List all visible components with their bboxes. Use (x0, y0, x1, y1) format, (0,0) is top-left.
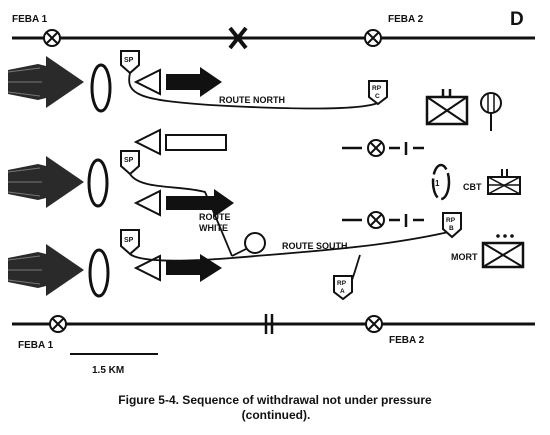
movement-arrow-icon (166, 189, 234, 217)
route-north-label: ROUTE NORTH (219, 95, 285, 105)
company-ellipse (90, 63, 112, 113)
rp-b-label: RP (446, 217, 456, 224)
route-white-link (231, 247, 249, 257)
route-white-label-1: ROUTE (199, 212, 231, 222)
company-one-symbol: 1 (431, 163, 451, 201)
unit-row-south: SP (7, 229, 222, 298)
route-south-label: ROUTE SOUTH (282, 241, 348, 251)
hollow-arrow-icon (165, 134, 227, 151)
company-one-label: 1 (435, 179, 440, 188)
sp-center-label: SP (124, 157, 134, 164)
rp-a-letter: A (340, 288, 345, 295)
boundary-ii-mark (264, 314, 274, 334)
scale-bar: 1.5 KM (70, 353, 158, 376)
route-north-path (128, 72, 379, 110)
big-arrow-icon (7, 244, 84, 296)
rp-c: RP C (368, 80, 388, 106)
company-ellipse (87, 158, 109, 208)
sp-north-label: SP (124, 57, 134, 64)
rp-b-letter: B (449, 225, 454, 232)
armor-battalion-symbol (425, 89, 469, 126)
unit-row-center: SP (7, 128, 234, 217)
feba2-bottom-label: FEBA 2 (389, 335, 425, 346)
cbt-symbol: CBT (463, 169, 521, 195)
figure-caption-line1: Figure 5-4. Sequence of withdrawal not u… (118, 393, 432, 407)
feba2-bottom-marker (365, 315, 383, 333)
sp-center: SP (120, 150, 140, 176)
withdraw-triangle-icon (133, 68, 161, 96)
withdraw-triangle-icon (133, 254, 161, 282)
route-junction-circle (244, 232, 266, 254)
tow-symbol-icon (480, 92, 502, 131)
mort-label: MORT (451, 252, 478, 262)
rp-b: RP B (442, 212, 462, 239)
cbt-label: CBT (463, 182, 482, 192)
sp-south-label: SP (124, 237, 134, 244)
big-arrow-icon (7, 156, 84, 208)
checkpoint-line-lower (342, 211, 424, 229)
withdraw-triangle-icon (133, 128, 161, 156)
rp-a-label: RP (337, 280, 347, 287)
company-ellipse (88, 248, 110, 298)
feba2-top-label: FEBA 2 (388, 14, 424, 25)
boundary-x-mark (228, 26, 248, 50)
scale-label: 1.5 KM (92, 365, 124, 376)
big-arrow-icon (7, 56, 84, 108)
route-white-path (129, 173, 233, 257)
rp-c-letter: C (375, 93, 380, 100)
bottom-feba-line: FEBA 1 FEBA 2 (12, 314, 535, 351)
rp-a: RP A (333, 275, 353, 301)
panel-letter: D (510, 9, 524, 30)
feba1-top-marker (43, 29, 61, 47)
feba1-bottom-marker (49, 315, 67, 333)
route-south-path (129, 230, 454, 262)
movement-arrow-icon (166, 254, 222, 282)
feba2-top-marker (364, 29, 382, 47)
figure-caption-line2: (continued). (242, 408, 311, 422)
withdraw-triangle-icon (133, 189, 161, 217)
top-feba-line: FEBA 1 FEBA 2 D (12, 9, 535, 50)
rp-c-label: RP (372, 85, 382, 92)
sp-north: SP (120, 50, 140, 75)
feba1-bottom-label: FEBA 1 (18, 340, 54, 351)
movement-arrow-icon (166, 67, 222, 97)
mort-symbol: MORT (451, 234, 525, 269)
checkpoint-line-upper (342, 139, 424, 157)
sp-south: SP (120, 229, 140, 256)
route-white-label-2: WHITE (199, 223, 228, 233)
unit-row-north: SP (7, 50, 222, 113)
feba1-top-label: FEBA 1 (12, 14, 48, 25)
